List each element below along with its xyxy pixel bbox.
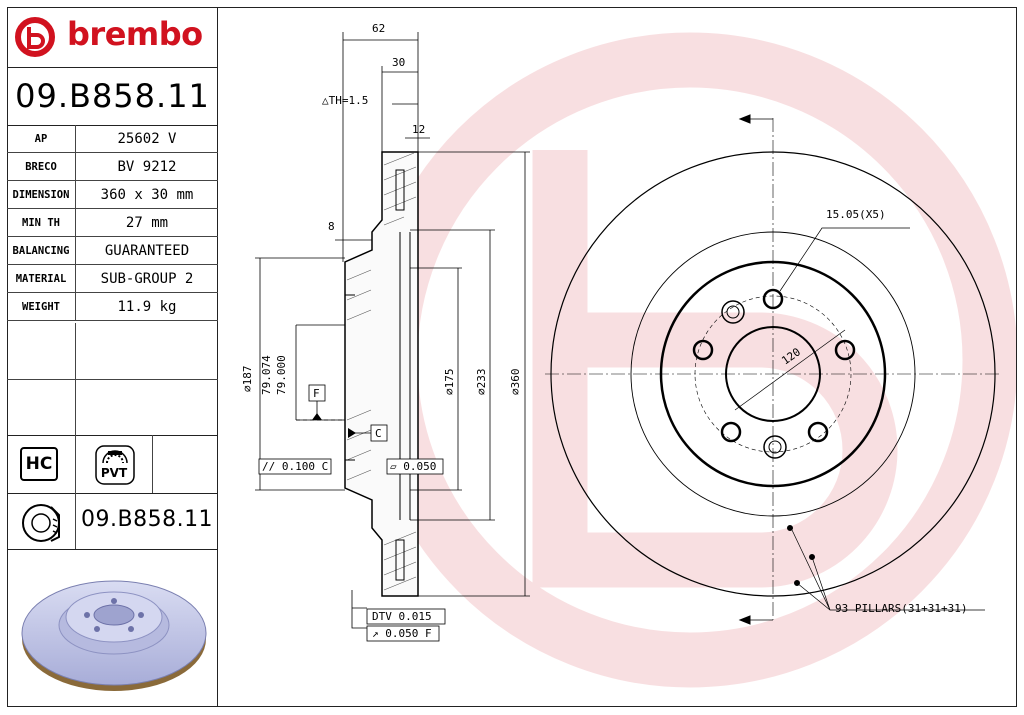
section-view (344, 151, 419, 597)
datum-f: F (308, 384, 326, 420)
svg-text:▱ 0.050: ▱ 0.050 (390, 460, 436, 473)
dim-th-label: △TH=1.5 (322, 94, 368, 107)
dim-30-label: 30 (392, 56, 405, 69)
dim-79000-label: 79.000 (275, 355, 288, 395)
brembo-logo-icon (15, 17, 55, 57)
brand-logo: brembo (7, 7, 218, 68)
drawing-frame (7, 7, 1017, 707)
datum-c: C (348, 424, 388, 442)
brembo-watermark-icon (362, 32, 1016, 688)
svg-text:DTV 0.015: DTV 0.015 (372, 610, 432, 623)
technical-drawing: 62 30 △TH=1.5 12 8 ⌀187 79.074 79.000 ⌀1… (241, 22, 1016, 688)
part-number-row: 09.B858.11 (7, 493, 218, 550)
svg-text:// 0.100 C: // 0.100 C (262, 460, 328, 473)
dim-187-label: ⌀187 (241, 366, 254, 393)
dim-12-label: 12 (412, 123, 425, 136)
dim-8-label: 8 (328, 220, 335, 233)
brand-name: brembo (67, 15, 203, 53)
dim-360-label: ⌀360 (509, 369, 522, 396)
tolerance-flatness: ▱ 0.050 (386, 458, 444, 475)
dim-62-label: 62 (372, 22, 385, 35)
dim-79074-label: 79.074 (260, 355, 273, 395)
tolerance-dtv: DTV 0.015 (366, 608, 446, 625)
part-number: 09.B858.11 (7, 68, 218, 126)
section-dimensions (255, 32, 530, 597)
svg-text:C: C (375, 427, 382, 440)
pillars-label: 93 PILLARS(31+31+31) (835, 602, 967, 615)
dim-175-label: ⌀175 (443, 369, 456, 396)
disc-profile-icon (22, 504, 60, 542)
empty-row (7, 323, 218, 380)
disc-render-image (21, 580, 207, 691)
pvt-label: PVT (100, 466, 128, 480)
part-number-2: 09.B858.11 (81, 507, 214, 532)
front-view (545, 114, 1000, 625)
tolerance-runout: ↗ 0.050 F (366, 625, 440, 642)
svg-text:F: F (313, 387, 320, 400)
dim-233-label: ⌀233 (475, 369, 488, 396)
svg-text:↗ 0.050 F: ↗ 0.050 F (372, 627, 432, 640)
hc-badge: HC (20, 447, 58, 481)
badge-row: HC PVT (7, 435, 218, 494)
pvt-icon (95, 445, 135, 485)
empty-row (7, 379, 218, 436)
tolerance-parallel: // 0.100 C (258, 458, 332, 475)
holes-label: 15.05(X5) (826, 208, 886, 221)
